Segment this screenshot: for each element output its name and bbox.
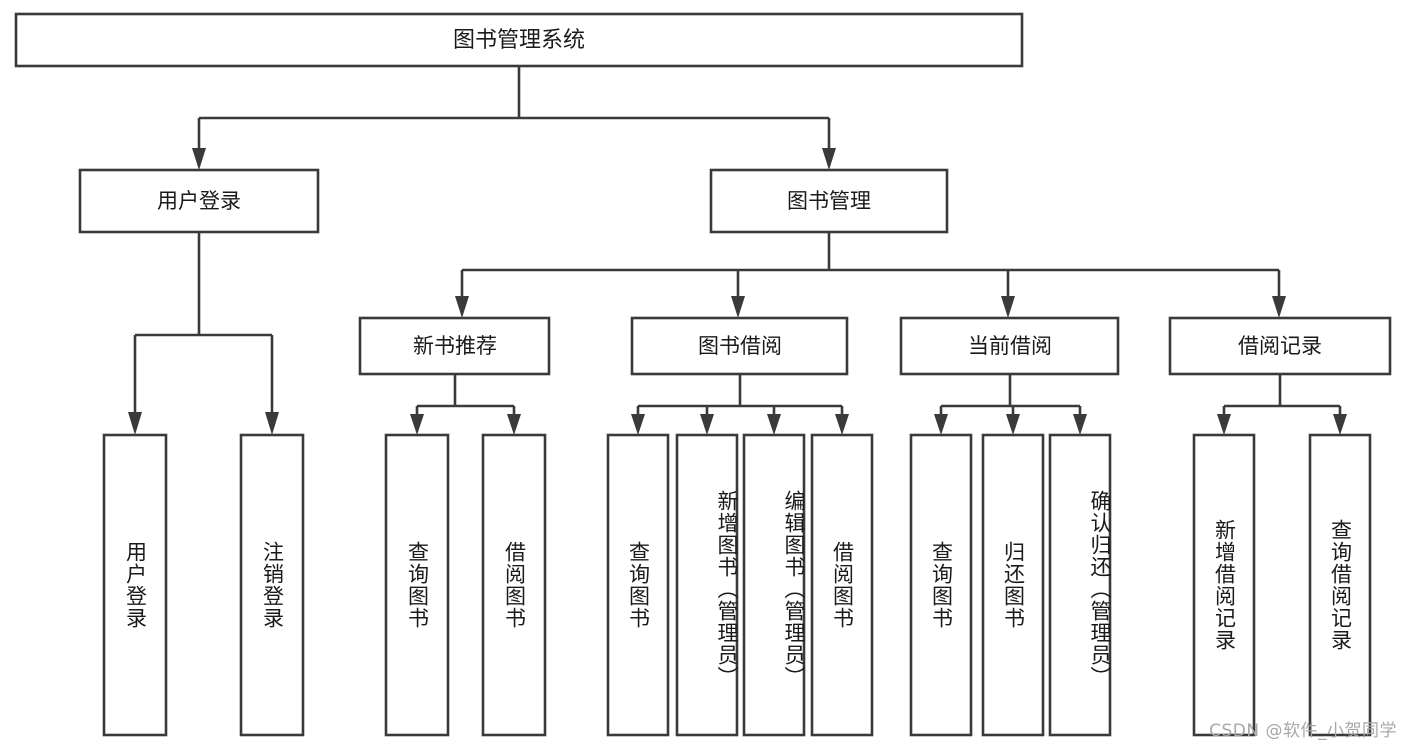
arrow-to-cb-query-book [934, 414, 948, 435]
arrow-to-cb-return-book [1006, 414, 1020, 435]
arrow-to-bb-add-book [700, 414, 714, 435]
arrow-to-bb-edit-book [767, 414, 781, 435]
node-nbr-query-book-box[interactable] [384, 433, 450, 737]
arrow-to-current-borrow [1001, 296, 1015, 318]
node-borrow-records-label: 借阅记录 [1238, 334, 1322, 358]
arrow-to-cb-confirm-return [1073, 414, 1087, 435]
node-book-borrow-label: 图书借阅 [698, 334, 782, 358]
csdn-watermark: CSDN @软件_小贺同学 [1209, 721, 1397, 741]
node-cb-return-book-box[interactable] [981, 433, 1045, 737]
arrow-to-user-login [192, 148, 206, 170]
arrow-to-new-book-recommend [455, 296, 469, 318]
node-current-borrow[interactable]: 当前借阅 [899, 316, 1120, 376]
node-user-login-do-box[interactable] [102, 433, 168, 737]
arrow-to-book-borrow [731, 296, 745, 318]
node-nbr-borrow-book-box[interactable] [481, 433, 547, 737]
node-book-manage[interactable]: 图书管理 [709, 168, 949, 234]
node-root[interactable]: 图书管理系统 [14, 12, 1024, 68]
node-user-logout-box[interactable] [239, 433, 305, 737]
node-root-label: 图书管理系统 [453, 28, 585, 53]
node-bb-query-book-box[interactable] [606, 433, 670, 737]
arrow-to-user-login-do [128, 412, 142, 435]
node-bb-add-book-box[interactable] [675, 433, 739, 737]
node-book-borrow[interactable]: 图书借阅 [630, 316, 849, 376]
arrow-to-bb-query-book [631, 414, 645, 435]
arrow-to-br-add-record [1217, 414, 1231, 435]
node-layer: 图书管理系统 用户登录 图书管理 新书推荐 图书借阅 [14, 12, 1392, 737]
arrow-to-nbr-query-book [410, 414, 424, 435]
node-cb-query-book-box[interactable] [909, 433, 973, 737]
connector-layer [128, 66, 1347, 435]
node-new-book-recommend-label: 新书推荐 [413, 334, 497, 358]
arrow-to-user-logout [265, 412, 279, 435]
node-user-login[interactable]: 用户登录 [78, 168, 320, 234]
node-br-query-record-box[interactable] [1308, 433, 1372, 737]
arrow-to-book-manage [822, 148, 836, 170]
arrow-to-borrow-records [1272, 296, 1286, 318]
node-bb-borrow-book-box[interactable] [810, 433, 874, 737]
node-new-book-recommend[interactable]: 新书推荐 [358, 316, 551, 376]
node-user-login-label: 用户登录 [157, 189, 241, 213]
arrow-to-br-query-record [1333, 414, 1347, 435]
node-book-manage-label: 图书管理 [787, 189, 871, 213]
arrow-to-nbr-borrow-book [507, 414, 521, 435]
node-current-borrow-label: 当前借阅 [968, 334, 1052, 358]
node-cb-confirm-return-box[interactable] [1048, 433, 1112, 737]
node-bb-edit-book-box[interactable] [742, 433, 806, 737]
node-br-add-record-box[interactable] [1192, 433, 1256, 737]
arrow-to-bb-borrow-book [835, 414, 849, 435]
node-borrow-records[interactable]: 借阅记录 [1168, 316, 1392, 376]
